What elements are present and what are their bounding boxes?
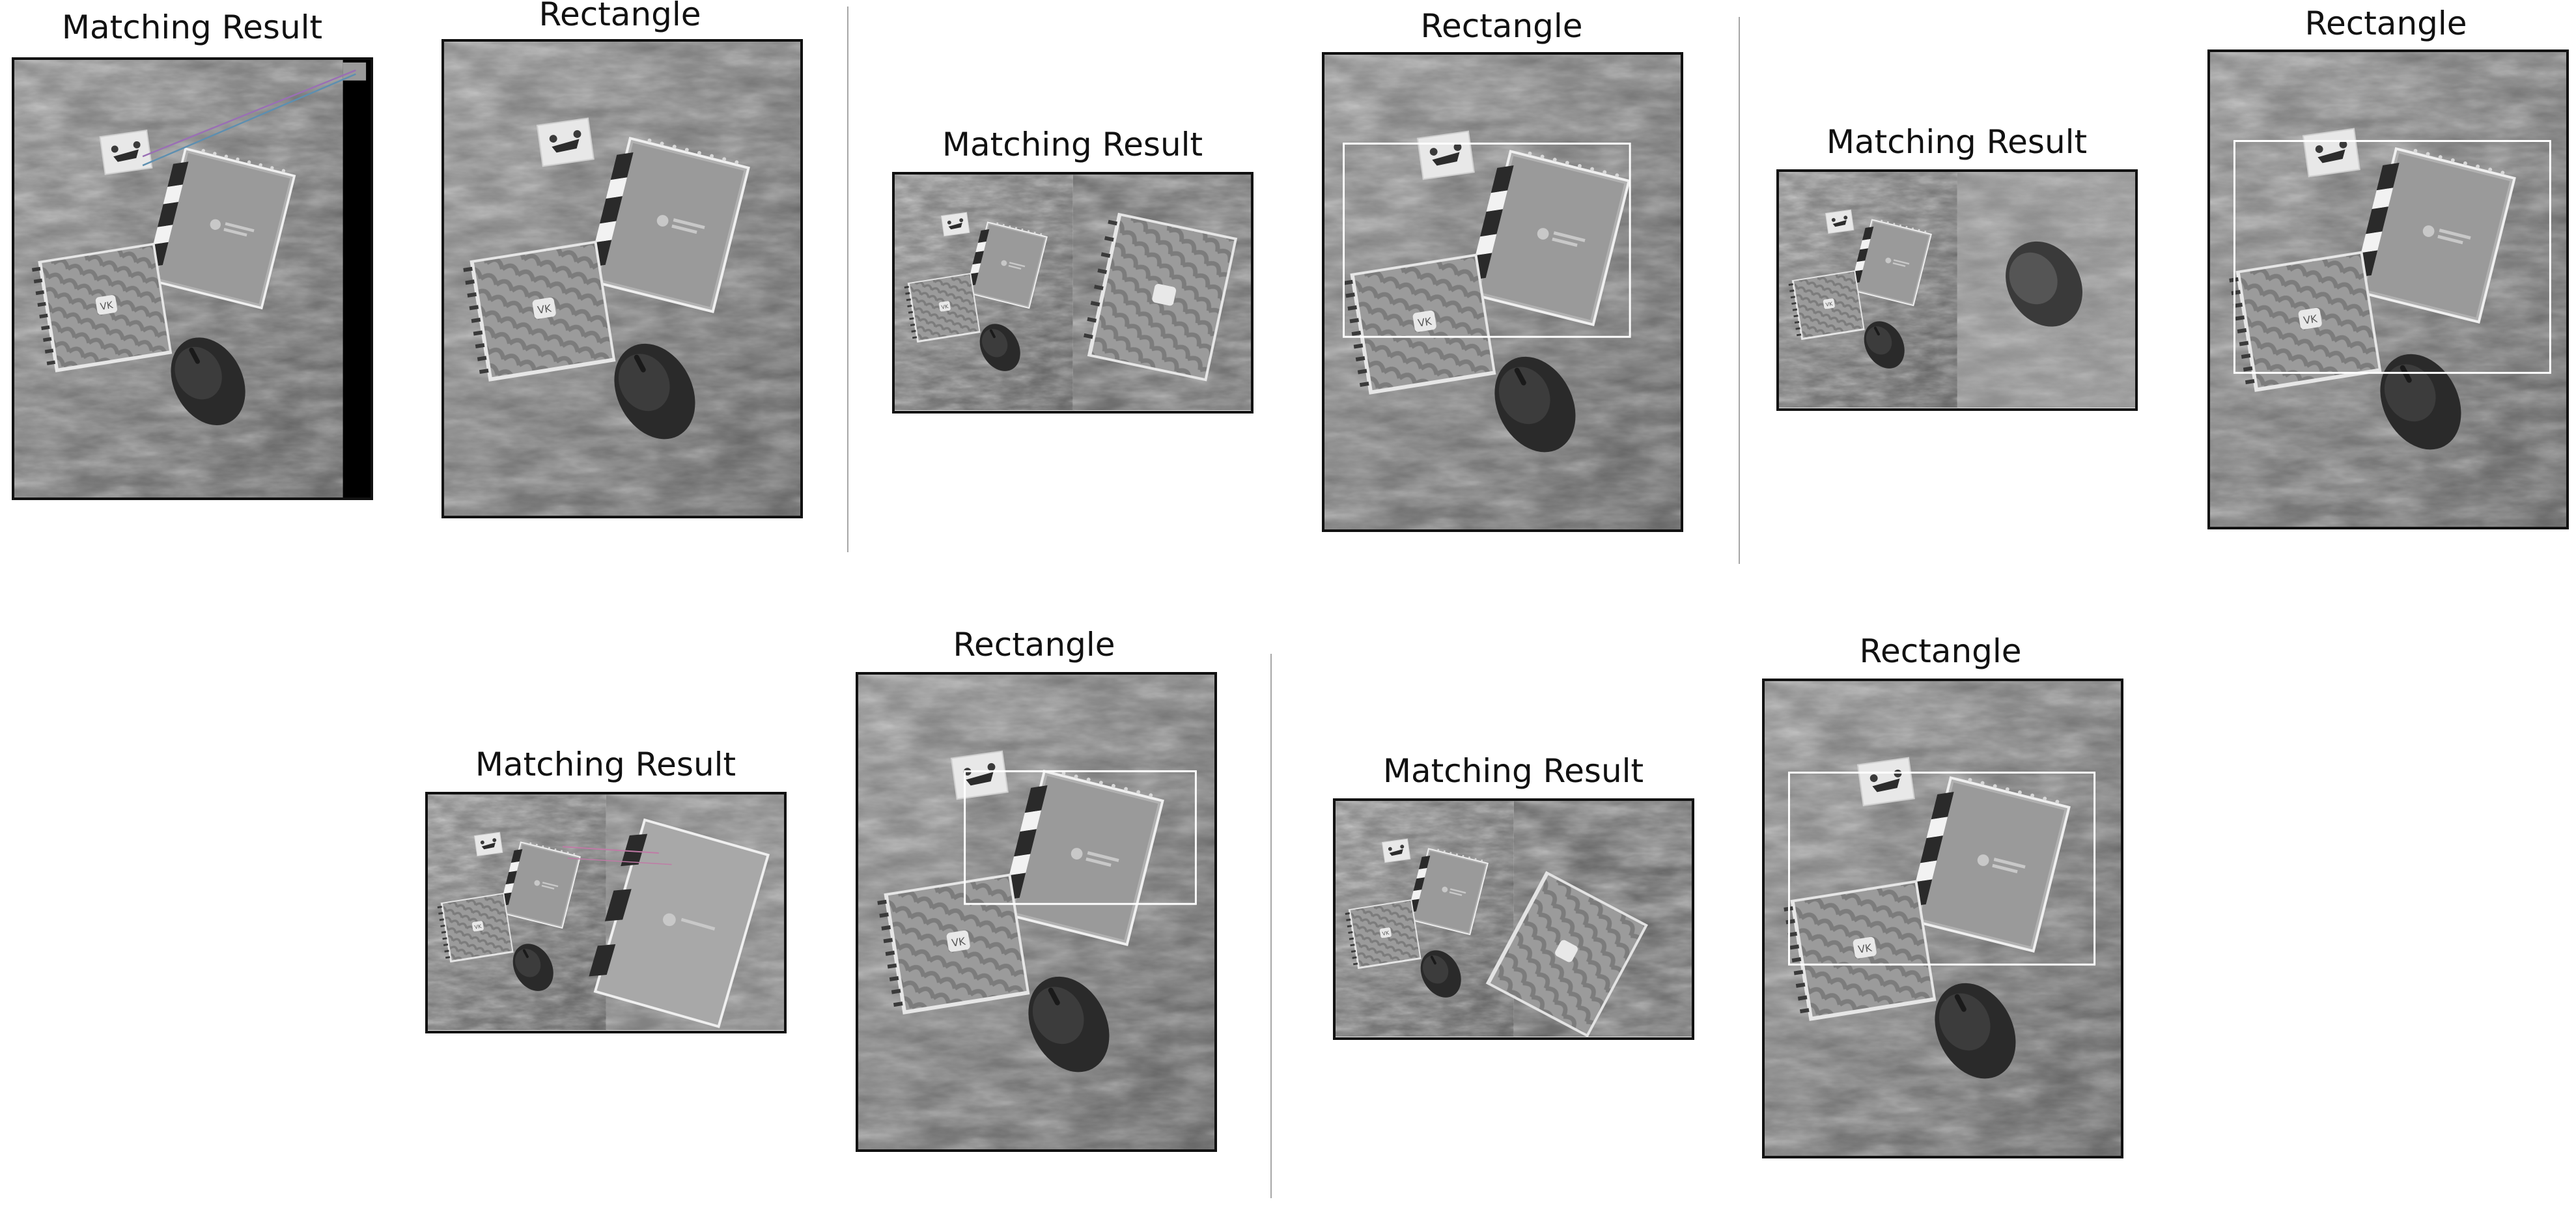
panel-title-matching-result: Matching Result [1826,123,2088,161]
rectangle-image [441,39,803,518]
detection-box [1343,143,1631,338]
matching-result-image [892,172,1253,413]
panel-title-rectangle: Rectangle [1420,7,1583,45]
rectangle-image [1322,52,1683,532]
panel-title-rectangle: Rectangle [539,0,701,33]
matching-result-image [1333,798,1694,1040]
figure-divider [1270,654,1272,1198]
match-line [142,69,356,158]
rectangle-image [2207,49,2569,529]
panel-title-matching-result: Matching Result [1382,752,1644,790]
rectangle-image [856,672,1217,1152]
panel-title-matching-result: Matching Result [61,8,323,46]
match-line [142,73,356,167]
match-line [562,846,659,854]
detection-box [1787,771,2096,966]
matching-result-image [12,57,373,500]
panel-title-matching-result: Matching Result [942,126,1203,163]
matching-result-image [1776,169,2138,411]
detection-box [2233,140,2551,374]
match-line [567,858,672,865]
detection-box [964,770,1197,905]
figure-divider [847,7,848,552]
matching-result-image [425,792,787,1033]
panel-title-rectangle: Rectangle [1859,632,2022,670]
panel-title-rectangle: Rectangle [953,626,1115,664]
panel-title-matching-result: Matching Result [475,746,736,783]
figure-divider [1739,17,1740,564]
panel-title-rectangle: Rectangle [2304,5,2467,42]
rectangle-image [1762,679,2123,1158]
